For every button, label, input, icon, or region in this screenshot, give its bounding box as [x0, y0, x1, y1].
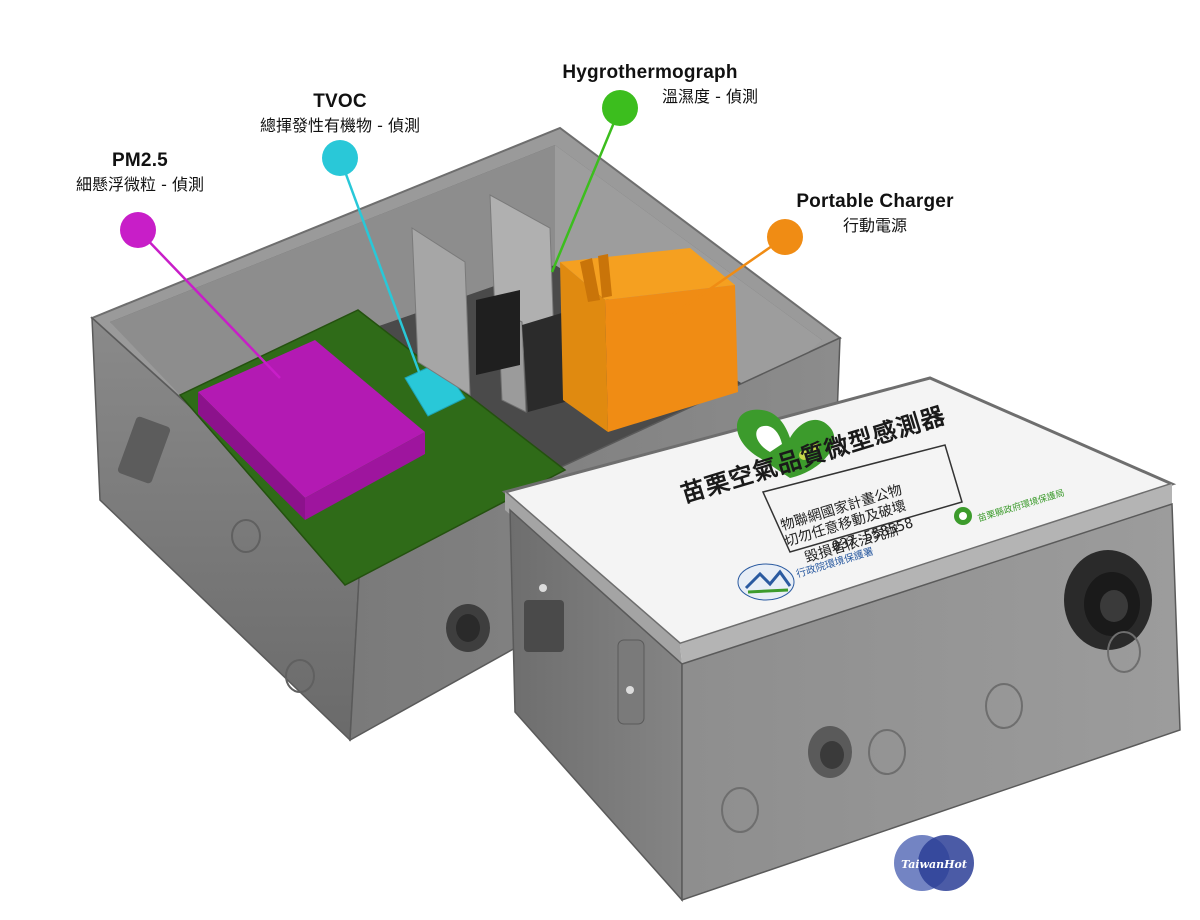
taiwanhot-watermark-logo [894, 835, 974, 891]
callout-pm25-subtitle: 細懸浮微粒 - 偵測 [76, 174, 204, 194]
closed-lid-enclosure [501, 376, 1181, 902]
watermark-text: TaiwanHot [901, 858, 967, 871]
callout-pm25-title: PM2.5 [112, 150, 168, 171]
callout-leader-lines [120, 90, 803, 381]
callout-charger-title: Portable Charger [796, 191, 954, 212]
callout-hygro-subtitle: 溫濕度 - 偵測 [662, 86, 758, 106]
pm25-sensor-module [198, 340, 425, 520]
lid-label-graphics [736, 409, 972, 601]
callout-portable-charger: Portable Charger 行動電源 [780, 189, 970, 236]
callout-tvoc-title: TVOC [313, 91, 367, 112]
callout-hygrothermograph: Hygrothermograph 溫濕度 - 偵測 [530, 60, 770, 107]
callout-pm25: PM2.5 細懸浮微粒 - 偵測 [40, 148, 240, 195]
callout-tvoc-subtitle: 總揮發性有機物 - 偵測 [260, 115, 420, 135]
callout-charger-subtitle: 行動電源 [842, 215, 907, 235]
callout-hygro-title: Hygrothermograph [562, 62, 738, 83]
portable-charger-module [560, 248, 738, 432]
hygrothermograph-sensor [476, 290, 572, 412]
callout-tvoc: TVOC 總揮發性有機物 - 偵測 [230, 89, 450, 136]
